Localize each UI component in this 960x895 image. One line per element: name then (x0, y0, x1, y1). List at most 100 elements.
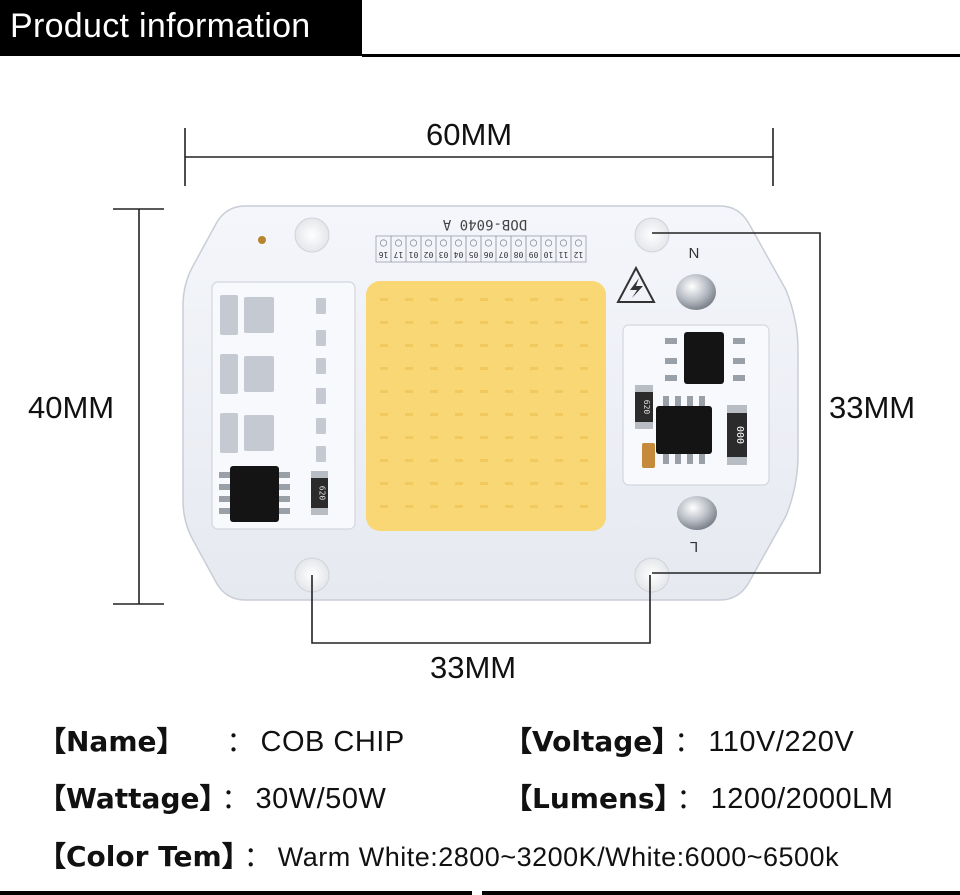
pad-via (529, 239, 538, 247)
pad-number: 12 (574, 250, 584, 259)
led-die (380, 413, 388, 416)
led-die (505, 459, 513, 462)
mounting-hole-top-left (294, 217, 330, 253)
led-die (505, 298, 513, 301)
rectifier-bridge (665, 332, 745, 384)
led-die (480, 321, 488, 324)
pad-via (424, 239, 433, 247)
resistor-right-b-marking: 000 (734, 426, 745, 444)
driver-ic-right (656, 396, 712, 464)
led-die (455, 482, 463, 485)
led-die (505, 413, 513, 416)
led-die (405, 436, 413, 439)
spec-wattage-colon: ： (221, 782, 250, 815)
led-die (555, 482, 563, 485)
led-die (430, 436, 438, 439)
spec-name-value: COB CHIP (260, 726, 405, 758)
led-die (405, 367, 413, 370)
footer-rule-right (482, 891, 960, 895)
spec-wattage-label: 【Wattage】 (38, 782, 214, 815)
pad-via (574, 239, 583, 247)
led-die (430, 344, 438, 347)
pad-number: 05 (469, 250, 479, 259)
pad-via (394, 239, 403, 247)
resistor-right-a: 620 (635, 385, 653, 429)
led-die (480, 459, 488, 462)
led-die (580, 482, 588, 485)
mounting-hole-bottom-right (634, 557, 670, 593)
footer-rule-left (0, 891, 472, 895)
led-die (430, 298, 438, 301)
led-die (455, 298, 463, 301)
width-dimension-label: 60MM (426, 117, 513, 152)
pad-via (469, 239, 478, 247)
led-die (480, 390, 488, 393)
led-die (455, 390, 463, 393)
led-die (555, 390, 563, 393)
led-die (580, 436, 588, 439)
pad-via (559, 239, 568, 247)
capacitor (642, 443, 655, 468)
led-die (430, 367, 438, 370)
led-die (580, 413, 588, 416)
spec-wattage-row: 【Wattage】：30W/50W (38, 777, 386, 817)
pad-via (439, 239, 448, 247)
pad-number: 09 (529, 250, 539, 259)
led-die (430, 459, 438, 462)
pad-number: 03 (439, 250, 449, 259)
led-die (430, 321, 438, 324)
led-die (405, 482, 413, 485)
spec-name-colon: ： (226, 725, 255, 758)
led-die (455, 344, 463, 347)
led-die (530, 505, 538, 508)
led-die (530, 321, 538, 324)
led-die (580, 459, 588, 462)
led-die (580, 390, 588, 393)
resistor-left-marking: 620 (318, 486, 327, 501)
led-die (380, 298, 388, 301)
led-die (530, 413, 538, 416)
led-die (405, 413, 413, 416)
spec-voltage-row: 【Voltage】：110V/220V (504, 720, 854, 760)
spec-lumens-label: 【Lumens】 (504, 782, 669, 815)
led-die (380, 436, 388, 439)
pad-via (514, 239, 523, 247)
led-die (555, 321, 563, 324)
led-die (530, 459, 538, 462)
terminal-pad-l (677, 496, 717, 530)
led-die (530, 298, 538, 301)
pad-number: 06 (484, 250, 494, 259)
led-die (530, 390, 538, 393)
terminal-l-label: L (690, 538, 698, 555)
led-die (480, 367, 488, 370)
led-die (380, 367, 388, 370)
led-die (430, 482, 438, 485)
spec-voltage-colon: ： (674, 725, 703, 758)
led-die (405, 390, 413, 393)
led-die (580, 367, 588, 370)
led-die (580, 321, 588, 324)
led-die (555, 344, 563, 347)
title-underline (362, 54, 960, 57)
hole-spacing-leader-vertical (652, 232, 821, 574)
led-die (555, 436, 563, 439)
pad-number: 07 (499, 250, 509, 259)
led-die (430, 390, 438, 393)
high-voltage-warning-icon (616, 265, 656, 303)
led-die (380, 390, 388, 393)
led-die (380, 505, 388, 508)
spec-name-row: 【Name】：COB CHIP (38, 720, 405, 760)
led-phosphor-area (366, 281, 606, 531)
led-die (555, 505, 563, 508)
pad-number: 02 (424, 250, 434, 259)
led-die (480, 436, 488, 439)
resistor-left: 620 (311, 471, 328, 515)
smd-pad-array (220, 295, 326, 462)
led-die (480, 344, 488, 347)
led-die (505, 482, 513, 485)
led-die (530, 367, 538, 370)
led-die (455, 367, 463, 370)
pad-number: 17 (394, 250, 404, 259)
led-die (505, 390, 513, 393)
pad-via (544, 239, 553, 247)
